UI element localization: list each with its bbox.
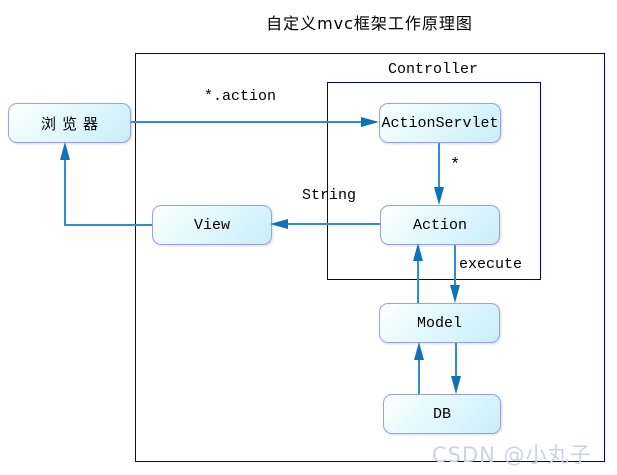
node-db-label: DB [432,405,451,423]
arrowhead-up-icon [414,342,424,360]
controller-group-label: Controller [387,61,478,78]
node-model: Model [379,303,500,343]
node-browser-label: 浏览器 [40,114,104,133]
arrowhead-up-icon [413,243,423,261]
arrowhead-down-icon [450,285,460,303]
node-action: Action [380,205,500,245]
edge-db-to-model-line [418,360,420,394]
edge-action-to-view-line [288,223,380,225]
arrowhead-down-icon [451,376,461,394]
edge-label-dispatch: * [450,156,461,175]
edge-model-to-action-line [417,260,419,303]
node-action-servlet: ActionServlet [379,103,501,143]
arrowhead-left-icon [270,219,288,229]
edge-view-to-browser-hline [65,224,152,226]
edge-model-to-db-line [455,341,457,377]
node-action-servlet-label: ActionServlet [381,114,499,132]
edge-label-string-result: String [302,187,357,204]
node-view: View [152,205,272,245]
edge-browser-to-actionservlet-line [123,121,361,123]
node-action-label: Action [412,216,467,234]
edge-label-request: *.action [204,88,277,105]
node-view-label: View [193,216,230,234]
csdn-watermark: CSDN @小丸子 [432,443,592,467]
node-db: DB [383,394,501,434]
edge-view-to-browser-vline [64,159,66,226]
node-model-label: Model [416,314,462,332]
arrowhead-down-icon [434,187,444,205]
edge-label-execute: execute [459,256,523,273]
page-title: 自定义mvc框架工作原理图 [266,14,473,33]
system-boundary-frame [135,53,605,462]
arrowhead-up-icon [60,142,70,160]
node-browser: 浏览器 [8,103,131,143]
edge-action-to-model-line [454,243,456,286]
controller-group-frame [327,82,541,280]
arrowhead-right-icon [361,117,379,127]
edge-actionservlet-to-action-line [438,141,440,188]
